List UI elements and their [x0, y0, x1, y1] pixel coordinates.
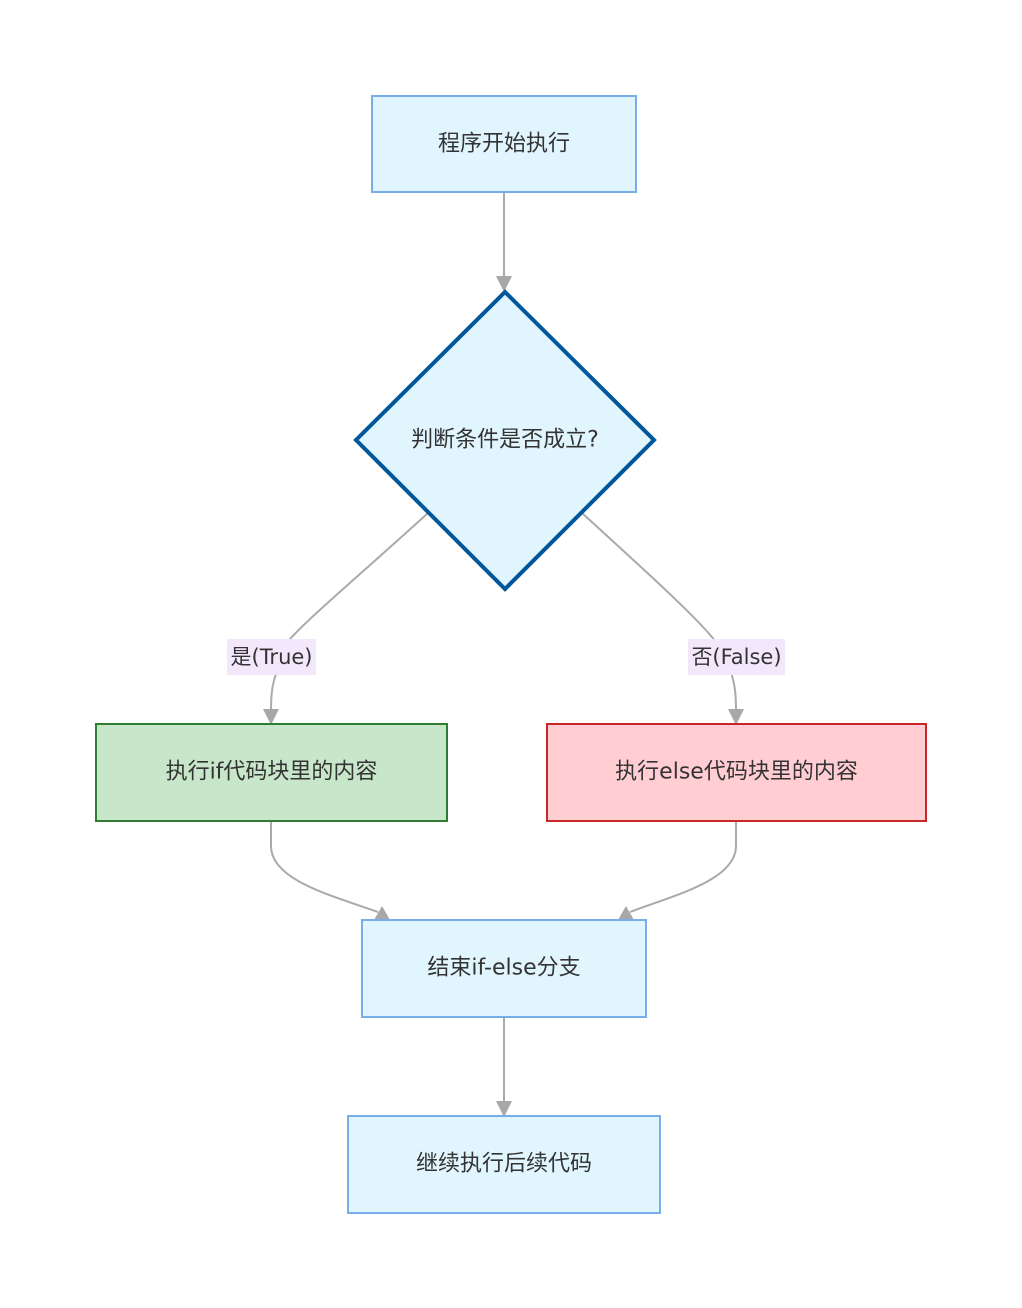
start-node-label: 程序开始执行: [438, 132, 570, 157]
arrowhead-decision: [496, 276, 512, 292]
arrowhead-end-left: [374, 906, 390, 920]
decision-node: 判断条件是否成立?: [353, 289, 657, 592]
edge-decision-to-else: [581, 512, 737, 711]
arrowhead-else: [728, 709, 744, 725]
edge-label-no: 否(False): [688, 639, 785, 675]
arrowhead-end-right: [618, 906, 634, 920]
if-block-node: 执行if代码块里的内容: [95, 723, 448, 822]
else-block-node-label: 执行else代码块里的内容: [615, 760, 858, 785]
edge-label-yes-text: 是(True): [231, 645, 313, 669]
edge-label-no-text: 否(False): [691, 645, 781, 669]
edge-decision-to-if: [270, 512, 429, 711]
if-block-node-label: 执行if代码块里的内容: [166, 760, 378, 785]
else-block-node: 执行else代码块里的内容: [546, 723, 927, 822]
continue-node-label: 继续执行后续代码: [416, 1152, 592, 1177]
edge-label-yes: 是(True): [227, 639, 316, 675]
edge-else-to-end: [629, 821, 737, 913]
arrowhead-if: [263, 709, 279, 725]
end-branch-node-label: 结束if-else分支: [427, 956, 580, 981]
continue-node: 继续执行后续代码: [347, 1115, 661, 1214]
edge-if-to-end: [270, 821, 379, 913]
arrowhead-continue: [496, 1101, 512, 1117]
decision-node-label: 判断条件是否成立?: [411, 428, 599, 453]
start-node: 程序开始执行: [371, 95, 637, 193]
end-branch-node: 结束if-else分支: [361, 919, 647, 1018]
